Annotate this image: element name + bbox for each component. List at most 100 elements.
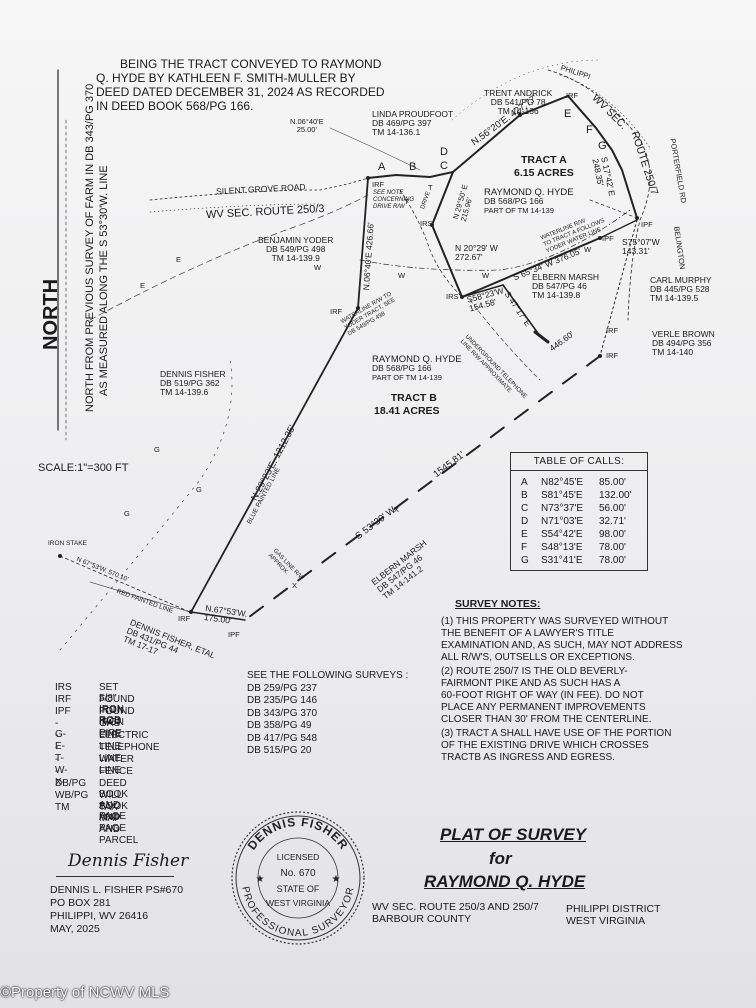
point-a: A [378, 161, 386, 173]
south-east-boundary [244, 355, 601, 621]
water-mark-4: W [314, 263, 322, 272]
survey-notes-title: SURVEY NOTES: [455, 598, 541, 610]
marker-irf-6: IRF [178, 614, 191, 623]
north-note-line-1: NORTH FROM PREVIOUS SURVEY OF FARM IN DB… [84, 83, 96, 412]
seal-number: No. 670 [280, 868, 315, 879]
svg-text:★: ★ [332, 874, 341, 885]
marker-ipf-2: IPF [602, 234, 614, 243]
marker-irf-1: IRF [372, 180, 385, 189]
surveyor-date: MAY, 2025 [50, 923, 100, 935]
plat-title-line-3: RAYMOND Q. HYDE [424, 872, 586, 891]
electric-mark-1: E [176, 255, 182, 264]
survey-ref: DB 235/PG 146 [247, 695, 318, 706]
marker-irf-5: IRF [606, 351, 619, 360]
gas-mark-1: G [154, 445, 160, 454]
survey-ref: DB 343/PG 370 [247, 707, 318, 719]
marker-irs-2: IRS [446, 292, 459, 301]
fence-mark-2: X [394, 505, 400, 514]
mls-watermark: ©Property of NCWV MLS [0, 984, 170, 1001]
location-county: BARBOUR COUNTY [372, 913, 472, 925]
silent-grove-road [149, 177, 369, 201]
survey-ref: DB 515/PG 20 [247, 745, 312, 756]
fence-mark-1: X [292, 581, 298, 590]
route-250-7-road [547, 69, 651, 321]
seal-state-of: STATE OF [277, 884, 320, 894]
surveyor-city: PHILIPPI, WV 26416 [50, 910, 149, 922]
north-note-line-2: AS MEASURED ALONG THE S 53°30'W. LINE [98, 165, 110, 396]
tract-b-west-line [357, 177, 369, 309]
marker-ipf-1: IPF [641, 220, 653, 229]
north-label: NORTH [40, 278, 62, 350]
survey-ref: DB 259/PG 237 [247, 682, 318, 694]
deed-note-line-3: DEED DATED DECEMBER 31, 2024 AS RECORDED [96, 85, 385, 99]
reference-surveys: SEE THE FOLLOWING SURVEYS : DB 259/PG 23… [247, 670, 408, 758]
reference-surveys-title: SEE THE FOLLOWING SURVEYS : [247, 670, 409, 681]
marker-irs-1: IRS [420, 219, 433, 228]
marker-irf-2: IRF [566, 91, 579, 100]
svg-text:DENNIS FISHER: DENNIS FISHER [245, 815, 352, 853]
location-state: WEST VIRGINIA [566, 915, 646, 927]
tract-a-boundary [367, 94, 638, 219]
telephone-mark-2: T [404, 197, 409, 206]
deed-note-line-4: IN DEED BOOK 568/PG 166. [96, 99, 254, 113]
seal-wv: WEST VIRGINIA [266, 898, 330, 908]
deed-note-line-1: BEING THE TRACT CONVEYED TO RAYMOND [120, 57, 382, 71]
marker-irf-4: IRF [606, 326, 619, 335]
seal-top-text: DENNIS FISHER [245, 815, 351, 853]
point-d: D [440, 146, 448, 158]
plat-title-line-1: PLAT OF SURVEY [440, 825, 587, 844]
survey-ref: DB 417/PG 548 [247, 732, 318, 744]
marker-ipf-3: IPF [228, 630, 240, 639]
marker-irf-3: IRF [330, 307, 343, 316]
deed-note-line-2: Q. HYDE BY KATHLEEN F. SMITH-MULLER BY [96, 71, 356, 85]
seal-licensed: LICENSED [277, 852, 320, 862]
svg-text:★: ★ [256, 874, 265, 885]
location-routes: WV SEC. ROUTE 250/3 AND 250/7 [372, 901, 539, 913]
marker-iron-stake: IRON STAKE [48, 540, 87, 547]
point-b: B [409, 161, 417, 173]
surveyor-box: PO BOX 281 [50, 897, 111, 909]
water-mark-3: W [584, 245, 592, 254]
point-e: E [564, 108, 572, 120]
scale-label: SCALE:1"=300 FT [38, 462, 129, 474]
survey-ref: DB 358/PG 49 [247, 720, 312, 731]
location-district: PHILIPPI DISTRICT [566, 903, 661, 915]
point-c: C [440, 160, 448, 172]
electric-mark-2: E [140, 281, 146, 290]
surveyor-signature: Dennis Fisher [68, 851, 189, 871]
gas-mark-2: G [196, 485, 202, 494]
surveyor-name: DENNIS L. FISHER PS#670 [50, 884, 184, 896]
gas-mark-3: G [124, 509, 130, 518]
water-mark-1: W [398, 271, 406, 280]
survey-note-2: (2) ROUTE 250/7 IS THE OLD BEVERLY-FAIRM… [441, 666, 652, 725]
telephone-mark-1: T [428, 183, 433, 192]
point-g: G [598, 140, 607, 152]
point-f: F [586, 124, 593, 136]
table-of-calls-title: TABLE OF CALLS: [533, 456, 625, 467]
